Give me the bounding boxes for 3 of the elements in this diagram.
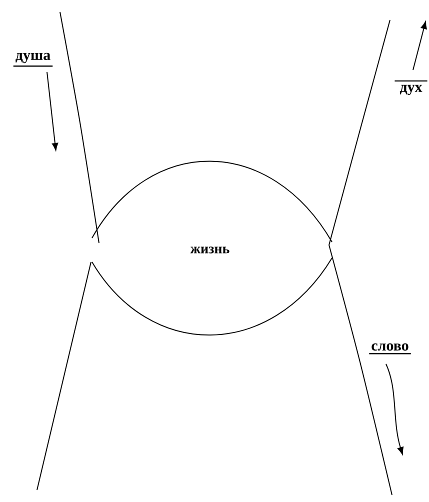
overlined-label: дух <box>394 80 428 96</box>
underlined-label: душа <box>13 52 53 67</box>
underlined-label: слово <box>369 343 411 354</box>
